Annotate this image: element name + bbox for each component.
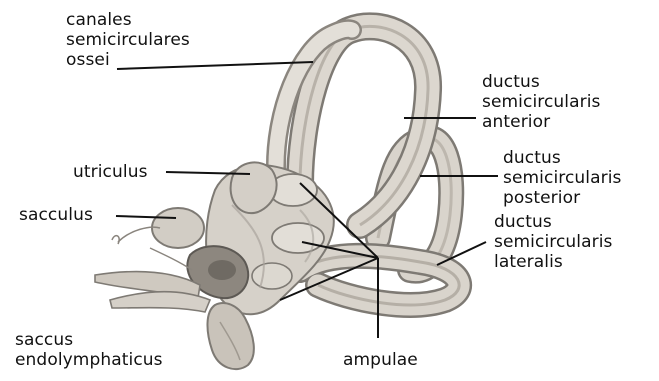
ampulla-lateral (272, 223, 324, 253)
label-utriculus: utriculus (73, 162, 148, 182)
ampulla-posterior (252, 263, 292, 289)
label-ductus-semicircularis-lateralis: ductus semicircularis lateralis (494, 212, 613, 272)
label-saccus-endolymphaticus: saccus endolymphaticus (15, 330, 163, 370)
label-ampulae: ampulae (343, 350, 418, 370)
label-ductus-semicircularis-posterior: ductus semicircularis posterior (503, 148, 622, 208)
sacculus-structure (112, 208, 204, 248)
label-ductus-semicircularis-anterior: ductus semicircularis anterior (482, 72, 601, 132)
label-canales-semicirculares-ossei: canales semicirculares ossei (66, 10, 190, 70)
label-sacculus: sacculus (19, 205, 93, 225)
